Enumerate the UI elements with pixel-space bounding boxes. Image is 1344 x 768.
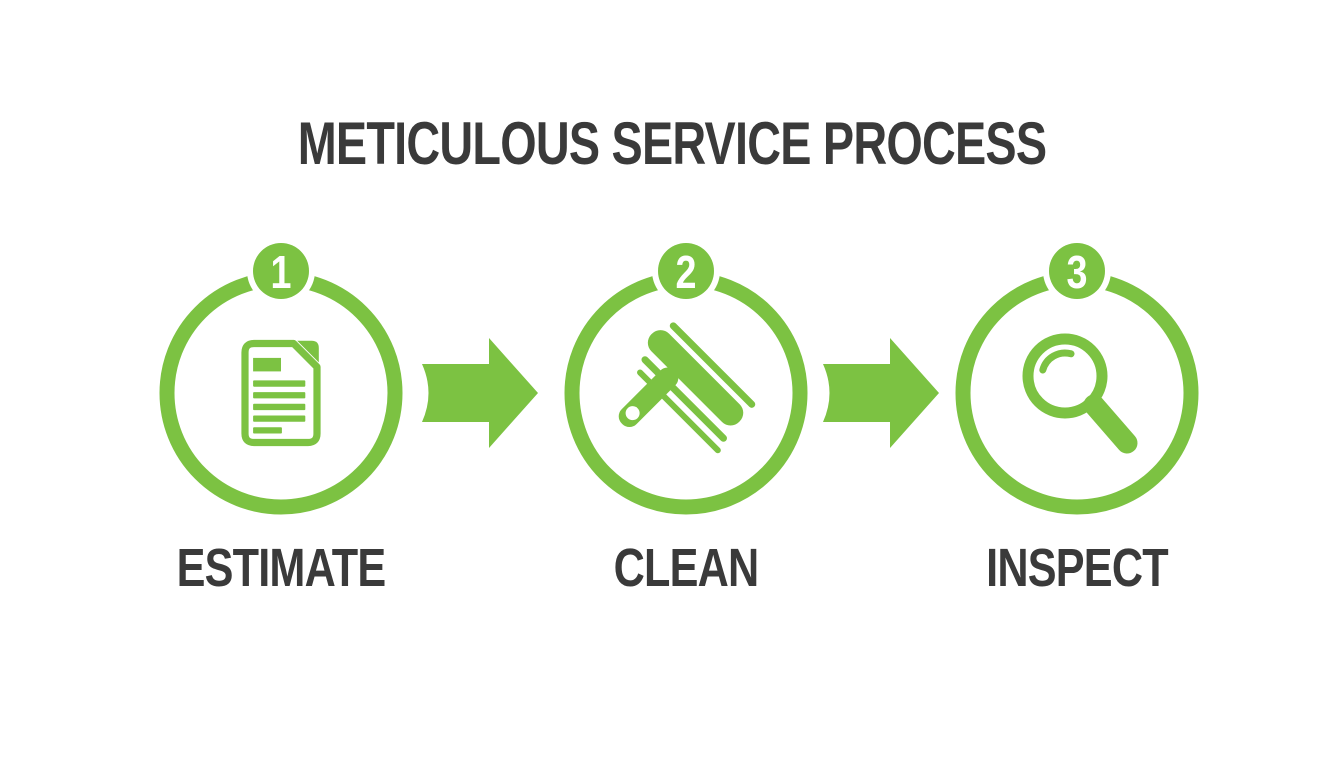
page-title: METICULOUS SERVICE PROCESS [297,110,1047,177]
step-ring-icon [955,241,1199,515]
document-icon [241,339,321,447]
step-number-badge: 2 [675,246,697,298]
step-ring-icon [564,241,808,515]
step-estimate: 1 [141,241,421,531]
step-label-estimate: ESTIMATE [176,538,387,598]
magnifier-icon [1022,333,1138,454]
step-label-inspect: INSPECT [986,538,1168,598]
step-inspect: 3 [937,241,1217,531]
squeegee-icon [618,322,756,454]
step-clean: 2 [546,241,826,531]
arrow-right-icon [823,338,939,448]
arrow-right-icon [422,338,538,448]
step-label-clean: CLEAN [613,538,760,598]
step-ring-icon [159,241,403,515]
step-number-badge: 3 [1066,246,1088,298]
step-number-badge: 1 [270,246,292,298]
